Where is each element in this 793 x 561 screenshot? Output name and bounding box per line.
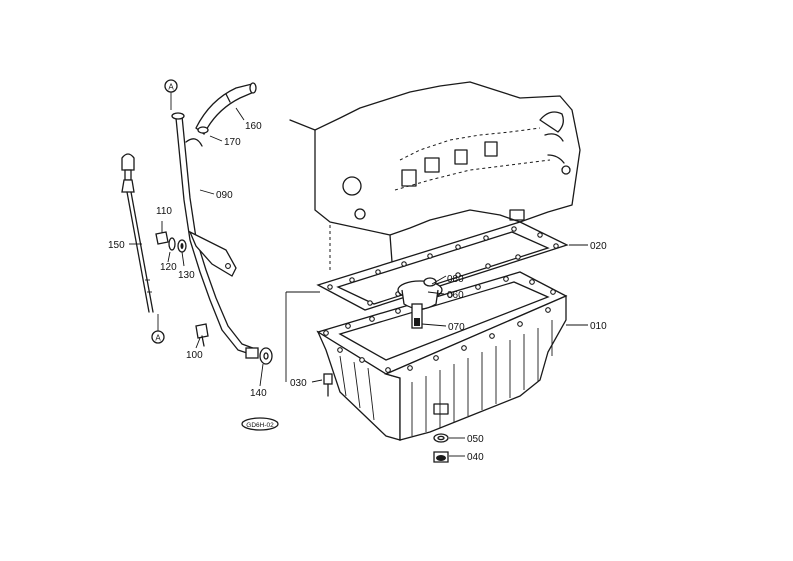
- drain-gasket: [433, 433, 449, 443]
- bolt-100: [195, 323, 209, 347]
- drain-plug: [433, 451, 449, 463]
- label-110: 110: [156, 206, 172, 217]
- dipstick: [121, 153, 154, 313]
- breather-hose: [195, 82, 257, 135]
- seal-130: [177, 239, 187, 253]
- label-080: 080: [447, 274, 464, 285]
- svg-text:GD6H-02: GD6H-02: [246, 422, 274, 429]
- drawing-stamp: GD6H-02: [241, 417, 279, 431]
- label-100: 100: [186, 350, 203, 361]
- label-090: 090: [216, 190, 233, 201]
- svg-text:A: A: [168, 83, 174, 92]
- callout-labels: 020 010 030 040 050 080 060 070 090 170 …: [108, 121, 607, 463]
- bolt-110: [155, 231, 169, 245]
- marker-a-bottom: A: [151, 314, 165, 344]
- label-060: 060: [447, 290, 464, 301]
- dipstick-guide-tube: [171, 112, 273, 365]
- flange-holes: [323, 276, 556, 373]
- washer-120: [168, 237, 176, 251]
- label-160: 160: [245, 121, 262, 132]
- oil-pan-ribs: [339, 320, 553, 436]
- marker-a-top: A: [164, 79, 178, 110]
- hose-clamp: [185, 126, 209, 147]
- label-040: 040: [467, 452, 484, 463]
- label-050: 050: [467, 434, 484, 445]
- oil-pan-gasket: [316, 221, 569, 311]
- label-150: 150: [108, 240, 125, 251]
- label-130: 130: [178, 270, 195, 281]
- label-030: 030: [290, 378, 307, 389]
- label-120: 120: [160, 262, 177, 273]
- svg-text:A: A: [155, 334, 161, 343]
- label-140: 140: [250, 388, 267, 399]
- label-020: 020: [590, 241, 607, 252]
- leader-lines: [129, 107, 588, 457]
- label-010: 010: [590, 321, 607, 332]
- pan-bolt: [323, 373, 333, 397]
- label-170: 170: [224, 137, 241, 148]
- label-070: 070: [448, 322, 465, 333]
- oil-pan: [316, 271, 568, 441]
